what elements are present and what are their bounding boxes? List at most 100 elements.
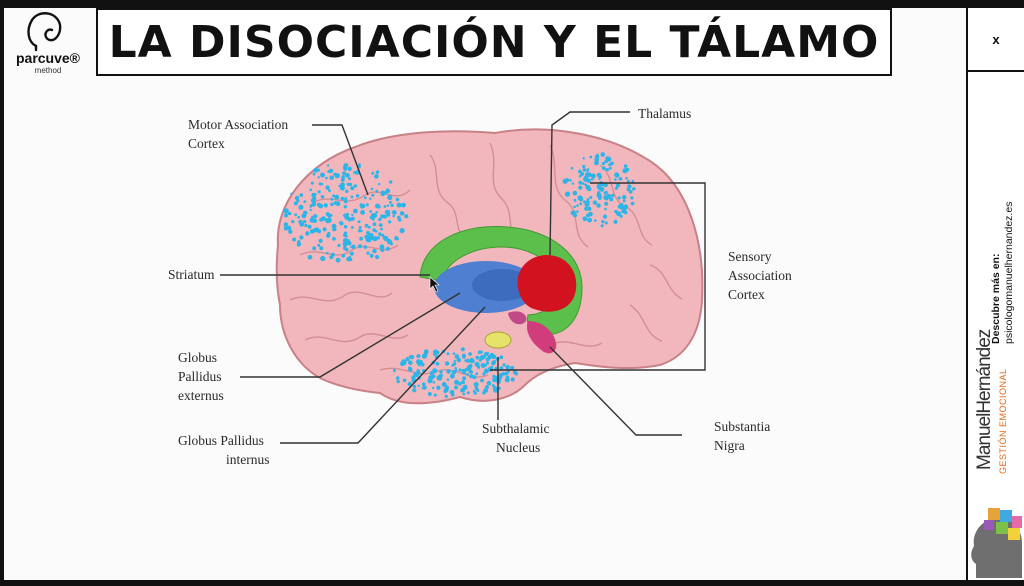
- association-dot: [375, 211, 378, 214]
- association-dot: [402, 378, 407, 383]
- head-puzzle-icon: [971, 508, 1022, 578]
- association-dot: [414, 372, 419, 378]
- association-dot: [360, 210, 365, 215]
- association-dot: [369, 253, 374, 258]
- association-dot: [334, 194, 340, 200]
- subthalamic-nucleus-shape: [484, 331, 512, 349]
- association-dot: [375, 170, 380, 174]
- association-dot: [389, 180, 393, 184]
- association-dot: [396, 202, 402, 208]
- association-dot: [615, 183, 621, 188]
- close-button[interactable]: x: [968, 8, 1024, 72]
- association-dot: [348, 177, 352, 181]
- association-dot: [399, 211, 405, 216]
- association-dot: [318, 238, 323, 243]
- association-dot: [572, 212, 578, 218]
- association-dot: [370, 235, 375, 241]
- association-dot: [283, 225, 289, 231]
- association-dot: [387, 194, 393, 200]
- association-dot: [399, 228, 405, 234]
- association-dot: [597, 186, 603, 191]
- association-dot: [309, 208, 312, 212]
- association-dot: [328, 168, 334, 173]
- association-dot: [374, 230, 378, 233]
- association-dot: [393, 211, 397, 214]
- association-dot: [417, 384, 420, 387]
- association-dot: [573, 198, 577, 202]
- association-dot: [581, 182, 585, 185]
- association-dot: [576, 210, 579, 213]
- association-dot: [383, 205, 387, 208]
- association-dot: [456, 357, 462, 363]
- association-dot: [312, 172, 316, 176]
- association-dot: [499, 355, 504, 360]
- association-dot: [614, 187, 618, 190]
- association-dot: [309, 229, 315, 234]
- association-dot: [472, 375, 477, 380]
- association-dot: [562, 178, 568, 184]
- association-dot: [345, 189, 349, 193]
- association-dot: [335, 201, 341, 207]
- association-dot: [583, 177, 588, 182]
- association-dot: [377, 182, 381, 186]
- association-dot: [299, 235, 304, 240]
- association-dot: [587, 186, 592, 192]
- association-dot: [317, 243, 321, 247]
- association-dot: [491, 384, 495, 388]
- association-dot: [580, 171, 584, 176]
- association-dot: [370, 187, 374, 191]
- association-dot: [454, 367, 458, 370]
- association-dot: [379, 244, 385, 250]
- association-dot: [468, 369, 473, 374]
- association-dot: [429, 371, 435, 376]
- association-dot: [622, 195, 627, 200]
- association-dot: [323, 203, 328, 208]
- association-dot: [469, 374, 474, 379]
- association-dot: [350, 226, 354, 229]
- association-dot: [363, 245, 368, 249]
- association-dot: [343, 205, 347, 209]
- association-dot: [474, 361, 480, 367]
- association-dot: [587, 217, 592, 223]
- association-dot: [350, 245, 353, 249]
- association-dot: [371, 193, 375, 197]
- association-dot: [372, 248, 377, 254]
- association-dot: [374, 174, 379, 179]
- association-dot: [564, 191, 571, 197]
- association-dot: [453, 359, 456, 363]
- association-dot: [291, 220, 295, 224]
- promo-url[interactable]: psicologomanuelhernandez.es: [1003, 201, 1015, 344]
- association-dot: [288, 229, 293, 234]
- association-dot: [601, 166, 606, 171]
- association-dot: [380, 190, 385, 195]
- association-dot: [317, 229, 322, 234]
- association-dot: [298, 204, 304, 210]
- association-dot: [385, 246, 390, 251]
- association-dot: [461, 388, 466, 393]
- association-dot: [371, 217, 375, 221]
- association-dot: [317, 190, 321, 194]
- label-gpe-3: externus: [178, 388, 224, 403]
- association-dot: [325, 185, 330, 190]
- association-dot: [632, 187, 636, 191]
- association-dot: [482, 391, 486, 395]
- association-dot: [358, 244, 362, 249]
- association-dot: [444, 361, 450, 366]
- association-dot: [586, 168, 590, 171]
- association-dot: [622, 199, 626, 203]
- association-dot: [358, 226, 362, 229]
- association-dot: [571, 182, 575, 185]
- association-dot: [422, 385, 427, 390]
- association-dot: [493, 387, 499, 393]
- association-dot: [343, 163, 348, 168]
- association-dot: [408, 360, 413, 366]
- association-dot: [302, 210, 308, 216]
- association-dot: [338, 221, 342, 224]
- association-dot: [484, 351, 489, 357]
- association-dot: [309, 217, 315, 223]
- association-dot: [617, 204, 623, 209]
- association-dot: [421, 382, 426, 387]
- association-dot: [578, 175, 582, 178]
- association-dot: [349, 251, 354, 256]
- association-dot: [407, 381, 412, 387]
